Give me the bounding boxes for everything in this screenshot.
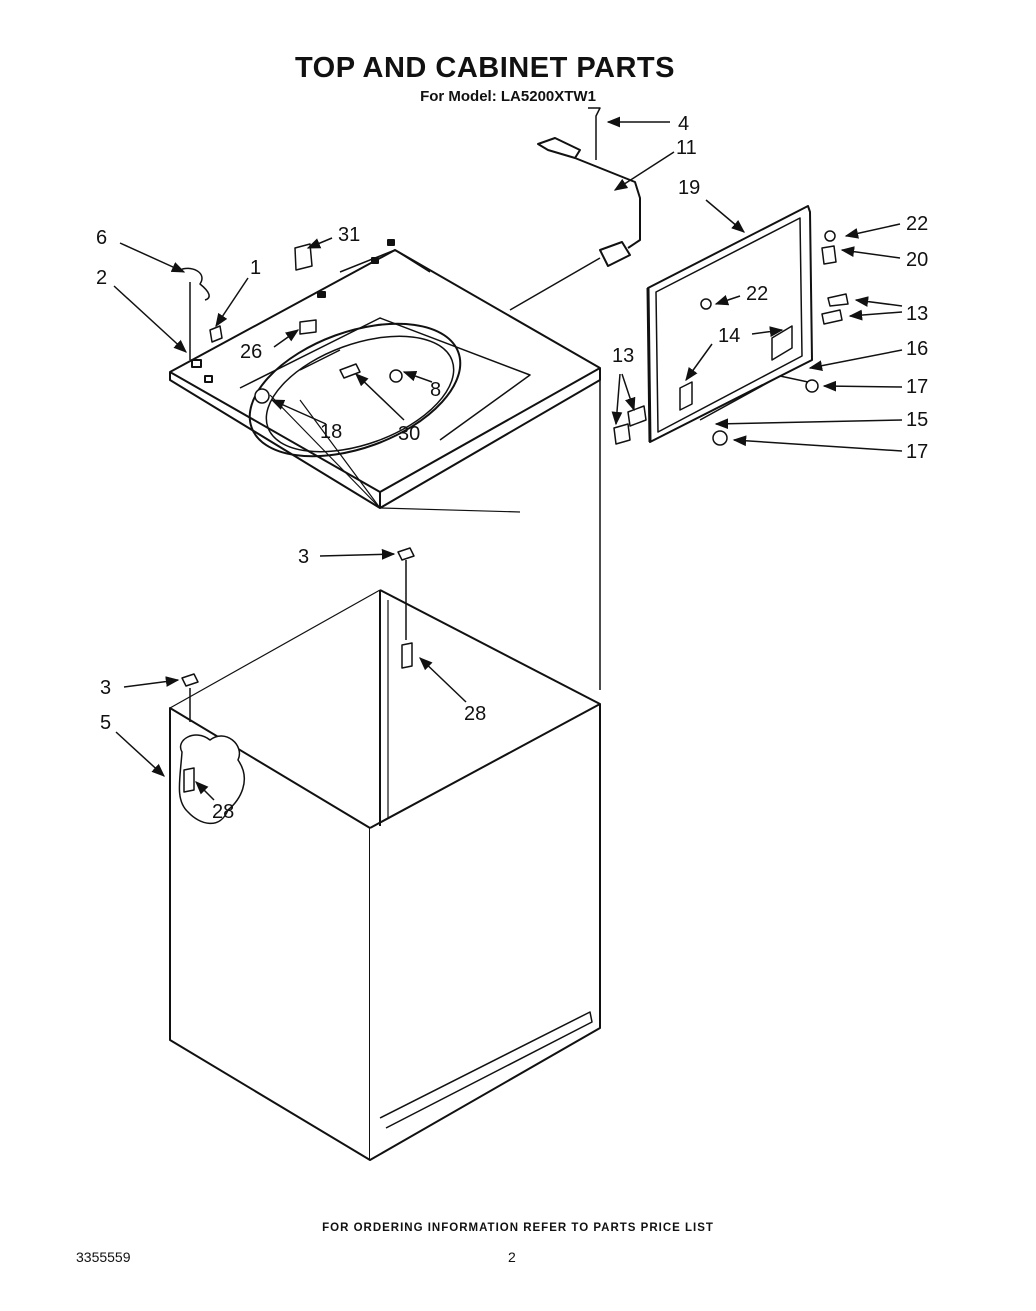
callout-28-left: 28	[212, 801, 234, 823]
hardware-parts	[179, 107, 849, 793]
callout-1: 1	[250, 257, 261, 279]
callout-11: 11	[676, 137, 697, 159]
callout-3-upper: 3	[298, 546, 309, 568]
diagram-title: TOP AND CABINET PARTS	[294, 52, 675, 84]
callout-14: 14	[718, 325, 740, 347]
ordering-note: FOR ORDERING INFORMATION REFER TO PARTS …	[322, 1222, 714, 1234]
callout-26: 26	[240, 341, 262, 363]
callout-leaders	[113, 116, 903, 801]
callout-17-upper: 17	[906, 376, 928, 398]
callout-31: 31	[338, 224, 360, 246]
callout-15: 15	[906, 409, 928, 431]
lid-switch-harness	[509, 137, 641, 311]
document-number: 3355559	[76, 1249, 131, 1265]
callout-16: 16	[906, 338, 928, 360]
callout-18: 18	[320, 421, 342, 443]
callout-22-left: 22	[746, 283, 768, 305]
callout-13-right: 13	[906, 303, 928, 325]
washer-lid	[646, 205, 813, 443]
callout-4: 4	[678, 113, 689, 135]
callout-17-lower: 17	[906, 441, 928, 463]
callout-13-left: 13	[612, 345, 634, 367]
washer-cabinet	[169, 380, 601, 1161]
model-line: For Model: LA5200XTW1	[420, 88, 596, 105]
callout-labels: 1 2 3 3 4 5 6 8 11 13 13 14 15 16 17 17 …	[96, 113, 928, 823]
page-number: 2	[508, 1249, 516, 1265]
callout-8: 8	[430, 379, 441, 401]
callout-2: 2	[96, 267, 107, 289]
washer-top-panel	[169, 239, 601, 513]
callout-30: 30	[398, 423, 420, 445]
callout-6: 6	[96, 227, 107, 249]
callout-22-right: 22	[906, 213, 928, 235]
callout-19: 19	[678, 177, 700, 199]
callout-28-right: 28	[464, 703, 486, 725]
callout-3-lower: 3	[100, 677, 111, 699]
callout-20: 20	[906, 249, 928, 271]
callout-5: 5	[100, 712, 111, 734]
